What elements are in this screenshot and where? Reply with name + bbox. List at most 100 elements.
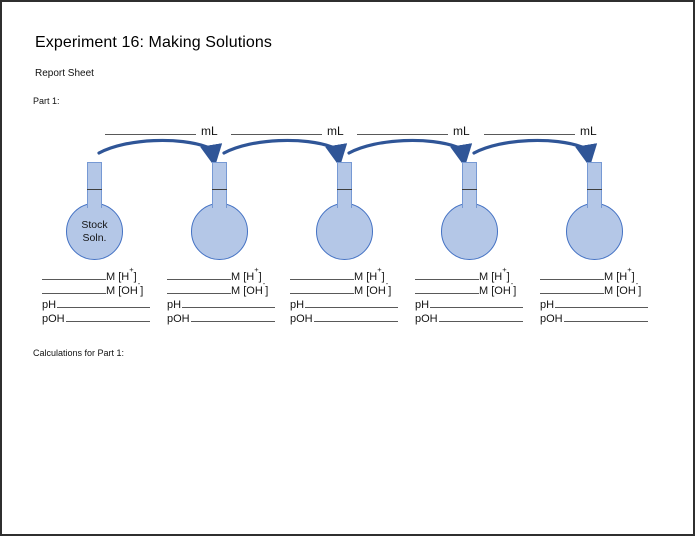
flask-neck: [337, 162, 352, 208]
transfer-arrow-icon: [222, 138, 348, 168]
ph-label: pH: [415, 299, 430, 311]
flask-bulb: [191, 203, 248, 260]
poh-blank: [65, 310, 150, 322]
label-text: M [OH: [604, 285, 636, 297]
calibration-mark: [587, 189, 602, 190]
transfer-volume-field: mL: [105, 123, 218, 138]
label-text: M [H: [354, 271, 378, 283]
h-concentration-row: M [H+]: [415, 266, 523, 283]
poh-row: pOH: [415, 310, 523, 325]
flask-bulb: [441, 203, 498, 260]
ph-blank: [555, 296, 648, 308]
volume-blank: [105, 123, 196, 135]
flask-label: [566, 203, 623, 260]
h-concentration-label: M [H+]: [479, 266, 510, 283]
ph-label: pH: [167, 299, 182, 311]
superscript-plus: +: [377, 264, 382, 274]
oh-concentration-label: M [OH-]: [231, 280, 269, 297]
h-concentration-label: M [H+]: [231, 266, 262, 283]
label-text: ]: [258, 271, 262, 283]
h-concentration-label: M [H+]: [106, 266, 137, 283]
label-text: ]: [265, 285, 269, 297]
calibration-mark: [462, 189, 477, 190]
label-text: ]: [513, 285, 517, 297]
h-concentration-row: M [H+]: [290, 264, 398, 283]
label-text: M [H: [231, 271, 255, 283]
superscript-minus: -: [510, 278, 514, 288]
ph-blank: [305, 296, 398, 308]
oh-concentration-label: M [OH-]: [604, 280, 642, 297]
flask-label-line: Soln.: [82, 231, 107, 244]
transfer-volume-field: mL: [231, 123, 344, 138]
h-concentration-row: M [H+]: [167, 266, 275, 283]
ph-blank: [57, 296, 150, 308]
volume-blank: [357, 123, 448, 135]
superscript-minus: -: [635, 278, 639, 288]
label-text: ]: [506, 271, 510, 283]
calculations-heading: Calculations for Part 1:: [33, 348, 125, 358]
oh-concentration-row: M [OH-]: [42, 280, 150, 297]
flask-neck: [462, 162, 477, 208]
oh-concentration-blank: [415, 282, 479, 294]
flask-neck: [587, 162, 602, 208]
volumetric-flask: [439, 160, 501, 264]
measurement-column: M [H+] M [OH-] pH pOH: [42, 266, 152, 325]
volume-unit-label: mL: [201, 124, 218, 138]
ph-label: pH: [42, 299, 57, 311]
transfer-volume-field: mL: [484, 123, 597, 138]
h-concentration-blank: [540, 268, 604, 280]
label-text: ]: [638, 285, 642, 297]
flask-label: [316, 203, 373, 260]
measurement-column: M [H+] M [OH-] pH pOH: [540, 266, 650, 325]
poh-blank: [563, 310, 648, 322]
ph-blank: [430, 296, 523, 308]
calibration-mark: [212, 189, 227, 190]
volumetric-flask: [314, 160, 376, 264]
h-concentration-row: M [H+]: [42, 266, 150, 283]
oh-concentration-row: M [OH-]: [167, 280, 275, 297]
superscript-minus: -: [385, 278, 389, 288]
poh-label: pOH: [415, 313, 438, 325]
flask-neck: [212, 162, 227, 208]
label-text: M [H: [604, 271, 628, 283]
poh-row: pOH: [167, 310, 275, 325]
poh-label: pOH: [42, 313, 65, 325]
part-1-heading: Part 1:: [33, 96, 60, 106]
label-text: ]: [388, 285, 392, 297]
label-text: M [OH: [106, 285, 138, 297]
label-text: M [H: [106, 271, 130, 283]
oh-concentration-label: M [OH-]: [479, 280, 517, 297]
oh-concentration-blank: [167, 282, 231, 294]
measurement-column: M [H+] M [OH-] pH pOH: [415, 266, 525, 325]
superscript-plus: +: [502, 264, 507, 274]
transfer-arrow-icon: [97, 138, 223, 168]
flask-bulb: [316, 203, 373, 260]
poh-label: pOH: [540, 313, 563, 325]
h-concentration-blank: [167, 268, 231, 280]
oh-concentration-blank: [42, 282, 106, 294]
volume-unit-label: mL: [580, 124, 597, 138]
oh-concentration-label: M [OH-]: [106, 280, 143, 297]
poh-blank: [313, 310, 398, 322]
transfer-volume-field: mL: [357, 123, 470, 138]
h-concentration-blank: [290, 268, 354, 280]
ph-blank: [182, 296, 275, 308]
volume-blank: [484, 123, 575, 135]
volume-unit-label: mL: [453, 124, 470, 138]
label-text: M [OH: [231, 285, 263, 297]
poh-blank: [438, 310, 523, 322]
ph-row: pH: [415, 296, 523, 311]
superscript-plus: +: [254, 264, 259, 274]
oh-concentration-row: M [OH-]: [290, 280, 398, 297]
calibration-mark: [337, 189, 352, 190]
ph-row: pH: [540, 296, 648, 311]
oh-concentration-label: M [OH-]: [354, 280, 392, 297]
calibration-mark: [87, 189, 102, 190]
poh-row: pOH: [42, 310, 150, 325]
measurement-column: M [H+] M [OH-] pH pOH: [290, 264, 400, 325]
label-text: ]: [631, 271, 635, 283]
ph-row: pH: [42, 296, 150, 311]
poh-row: pOH: [290, 310, 398, 325]
ph-label: pH: [540, 299, 555, 311]
flask-label: [191, 203, 248, 260]
